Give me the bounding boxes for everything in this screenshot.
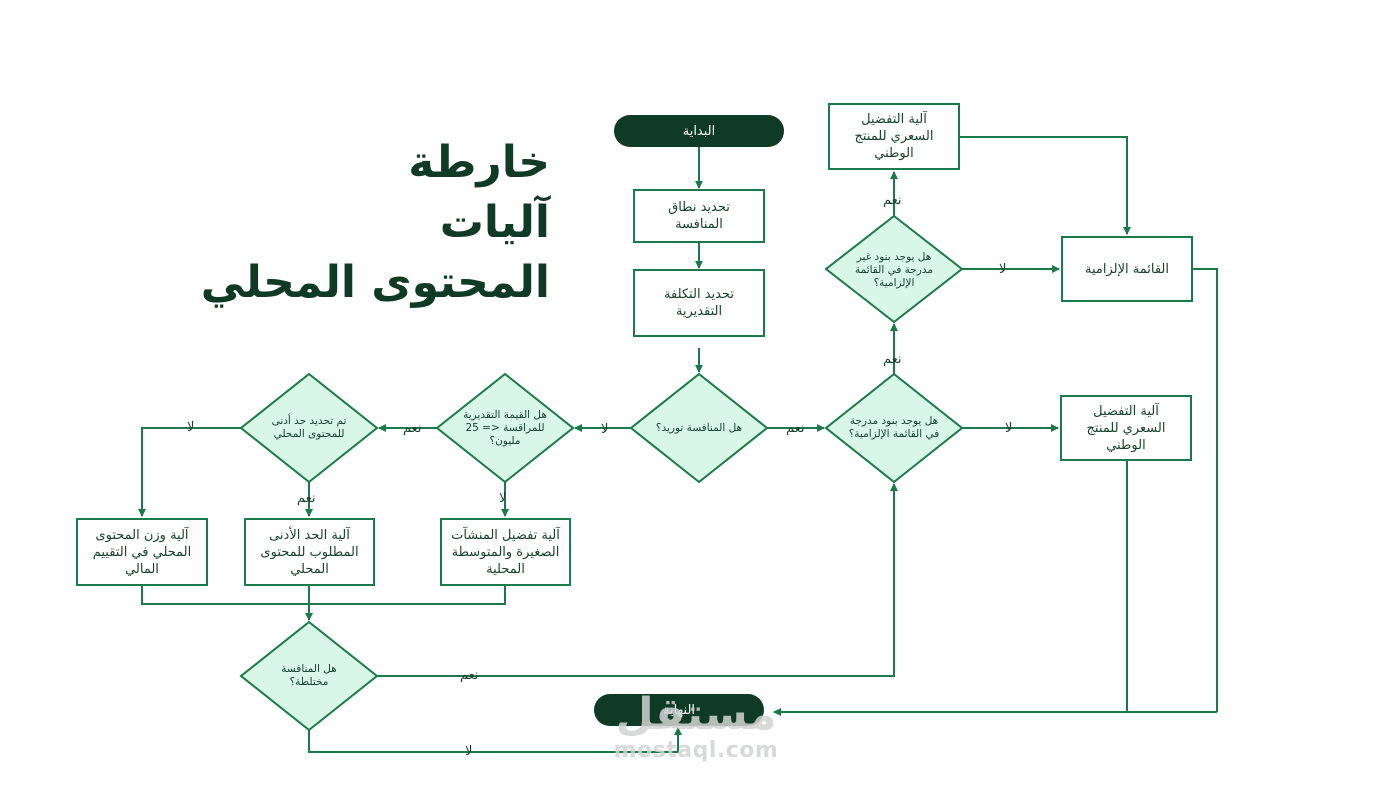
arrow-mixed-end [308,727,682,753]
diamond-items [824,372,964,484]
process-sme-preference: آلية تفضيل المنشآت الصغيرة والمتوسطة الم… [440,518,571,586]
process-min-requirement: آلية الحد الأدنى المطلوب للمحتوى المحلي [244,518,375,586]
edge-label-no: لا [187,420,195,435]
process-define-scope: تحديد نطاق المنافسة [633,189,765,243]
edge-label-no: لا [499,491,507,506]
edge-label-no: لا [999,262,1007,277]
edge-label-yes: نعم [883,193,902,208]
edge-label-yes: نعم [460,668,479,683]
process-estimate-cost: تحديد التكلفة التقديرية [633,269,765,337]
decision-items-label: هل يوجد بنود مدرجة في القائمة الإلزامية؟ [848,415,940,440]
edge-label-no: لا [601,422,609,437]
diamond-other-items [824,214,964,324]
title-line-3: المحتوى المحلي [200,257,550,308]
title-line-2: آليات [439,197,550,248]
start-terminal: البداية [614,115,784,147]
process-price-preference-mid: آلية التفضيل السعري للمنتج الوطني [1060,395,1192,461]
process-weight-in-evaluation: آلية وزن المحتوى المحلي في التقييم المال… [76,518,208,586]
diamond-supply [629,372,769,484]
watermark: مستقل mostaql.com [606,690,786,762]
edge-label-no: لا [465,744,473,759]
decision-other-items-label: هل يوجد بنود غير مدرجة في القائمة الإلزا… [854,250,934,289]
decision-supply-label: هل المنافسة توريد؟ [655,421,743,434]
decision-min-label: تم تحديد حد أدنى للمحتوى المحلي [271,415,347,440]
line-bottom-merge [141,586,506,605]
arrow-pricepref-mandatory [960,136,1131,235]
process-price-preference-top: آلية التفضيل السعري للمنتج الوطني [828,103,960,170]
edge-label-no: لا [1005,421,1013,436]
end-terminal: النهاية [594,694,764,726]
edge-label-yes: نعم [403,421,422,436]
line-mandatory-end [1193,268,1218,712]
page-title: خارطة آليات المحتوى المحلي [201,133,550,313]
process-mandatory-list: القائمة الإلزامية [1061,236,1193,302]
arrow-min-weight [138,427,241,517]
edge-label-yes: نعم [297,491,316,506]
arrow-mixed-items [377,483,898,677]
title-line-1: خارطة [408,137,550,188]
decision-value-label: هل القيمة التقديرية للمراقسة <= 25 مليون… [463,408,547,447]
edge-label-yes: نعم [883,352,902,367]
decision-mixed-label: هل المنافسة مختلطة؟ [281,663,337,688]
edge-label-yes: نعم [786,421,805,436]
watermark-arabic: مستقل [615,689,777,740]
watermark-latin: mostaql.com [613,738,779,763]
